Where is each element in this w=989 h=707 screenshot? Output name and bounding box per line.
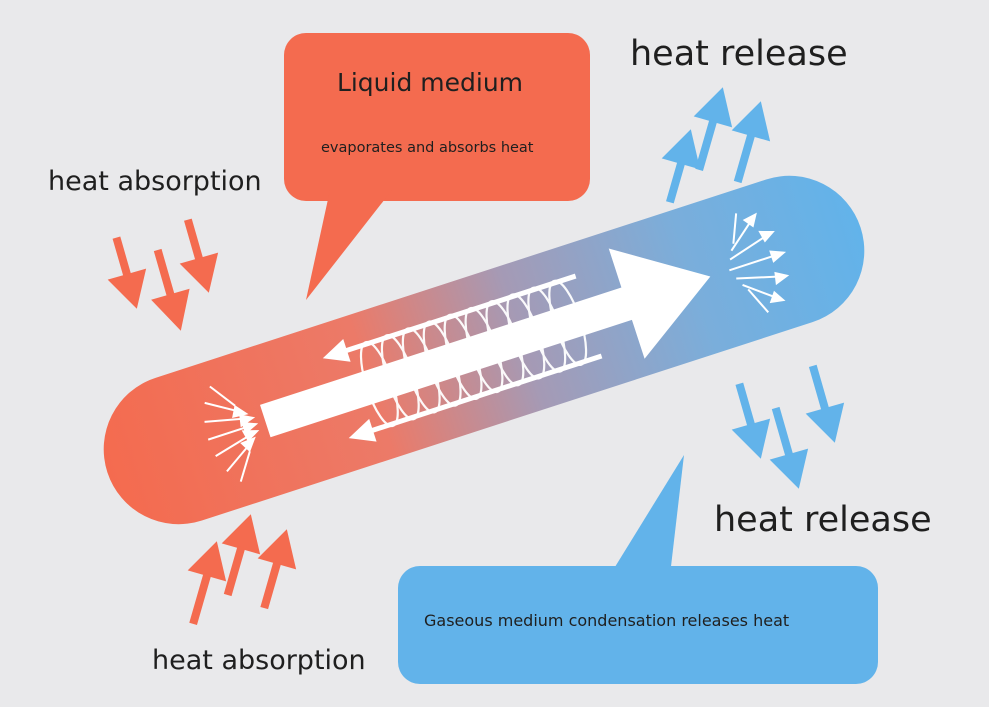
flow-arrow-icon xyxy=(260,248,711,438)
liquid-callout-tail xyxy=(306,190,392,300)
arrow-down-icon xyxy=(107,218,219,331)
gas-callout xyxy=(398,455,878,684)
liquid-callout xyxy=(284,33,590,300)
heat-release-label-bottom: heat release xyxy=(714,500,932,540)
heat-absorption-label-bottom: heat absorption xyxy=(152,645,366,676)
liquid-callout-text: evaporates and absorbs heat xyxy=(321,140,534,156)
heat-release-down-arrows xyxy=(731,364,845,489)
liquid-callout-title: Liquid medium xyxy=(336,68,524,97)
gas-callout-box xyxy=(398,566,878,684)
liquid-callout-box xyxy=(284,33,590,201)
condensation-burst-icon xyxy=(729,212,790,313)
evaporation-burst-icon xyxy=(204,385,260,482)
heat-release-up-arrows xyxy=(661,87,771,204)
heat-pipe xyxy=(103,175,865,525)
return-flow-arrows xyxy=(322,273,603,442)
arrow-up-icon xyxy=(187,514,297,626)
heat-absorption-label-top: heat absorption xyxy=(48,166,262,197)
gas-callout-text: Gaseous medium condensation releases hea… xyxy=(424,611,790,630)
heat-release-label-top: heat release xyxy=(630,34,848,74)
gas-callout-tail xyxy=(610,455,684,575)
